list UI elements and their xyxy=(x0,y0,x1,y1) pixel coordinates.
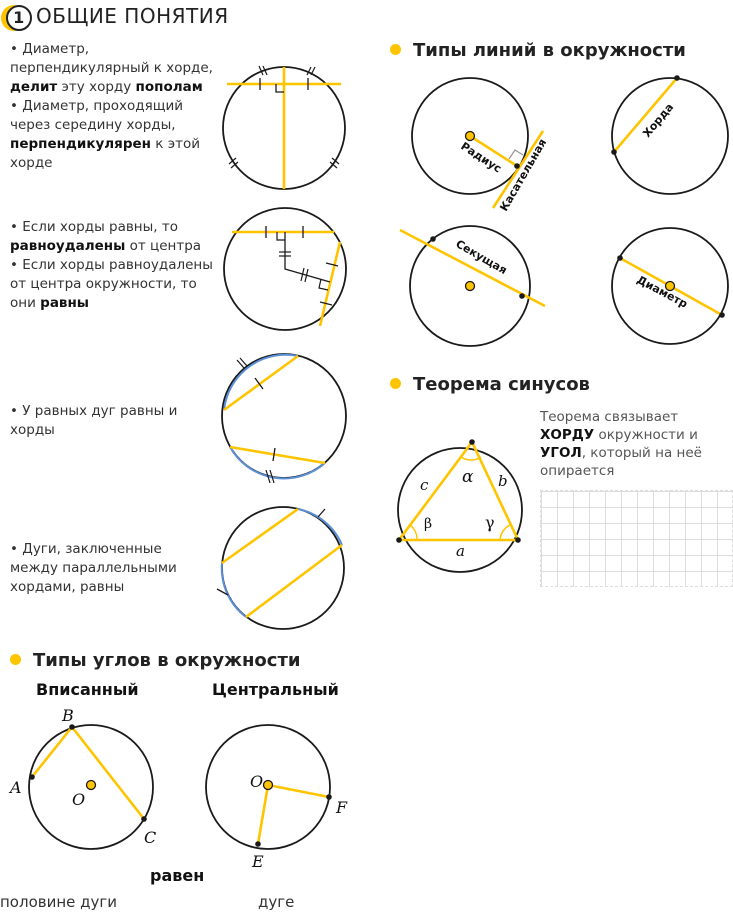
property-1: • Диаметр, перпендикулярный к хорде, дел… xyxy=(10,41,213,95)
sine-section-title: Теорема синусов xyxy=(390,374,590,395)
point-c-label: C xyxy=(144,828,156,847)
side-a-label: a xyxy=(456,542,465,560)
secant-figure: Секущая xyxy=(399,225,546,347)
angle-gamma-label: γ xyxy=(485,513,495,532)
central-angle-figure: O F E xyxy=(205,724,348,871)
center-o-label: O xyxy=(250,772,263,791)
property-list-2: • Если хорды равны, то равноудалены от ц… xyxy=(10,218,220,313)
inscribed-angle-figure: A B C O xyxy=(8,706,156,850)
secant-label: Секущая xyxy=(454,237,510,277)
section-number: 1 xyxy=(6,5,32,31)
property-6: • Дуги, заключенные между параллельными … xyxy=(10,541,177,595)
chord-label: Хорда xyxy=(640,101,676,140)
inscribed-title: Вписанный xyxy=(36,680,139,699)
property-4: • Если хорды равноудалены от центра окру… xyxy=(10,257,213,311)
bullet-dot xyxy=(390,43,401,55)
equal-chords-figure xyxy=(223,207,347,331)
equal-arcs-figure xyxy=(221,353,347,484)
half-arc-caption: половине дуги xyxy=(0,893,118,911)
point-e-label: E xyxy=(251,852,264,871)
property-2: • Диаметр, проходящий через середину хор… xyxy=(10,98,201,171)
property-list-1: • Диаметр, перпендикулярный к хорде, дел… xyxy=(10,40,220,173)
section-title: ОБЩИЕ ПОНЯТИЯ xyxy=(36,4,229,28)
diameter-chord-figure xyxy=(222,65,346,190)
angle-alpha-label: α xyxy=(462,467,474,487)
point-f-label: F xyxy=(335,798,348,817)
angle-beta-label: β xyxy=(424,516,432,532)
diameter-line-figure: Диаметр xyxy=(611,227,729,345)
point-b-label: B xyxy=(61,706,74,725)
point-o-label: O xyxy=(72,790,85,809)
property-5: • У равных дуг равны и хорды xyxy=(10,403,178,438)
property-3: • Если хорды равны, то равноудалены от ц… xyxy=(10,219,202,254)
bullet-dot xyxy=(390,377,401,389)
lines-section-title: Типы линий в окружности xyxy=(390,40,686,61)
parallel-chords-figure xyxy=(216,506,345,630)
side-c-label: c xyxy=(420,476,429,494)
sine-theorem-figure: c b a α β γ xyxy=(396,439,523,573)
equals-label: равен xyxy=(150,866,205,885)
notes-grid xyxy=(540,490,733,587)
angles-section-title: Типы углов в окружности xyxy=(10,650,301,671)
radius-label: Радиус xyxy=(458,140,503,176)
chord-line-figure: Хорда xyxy=(611,75,729,195)
tangent-label: Касательная xyxy=(497,137,549,214)
arc-caption: дуге xyxy=(258,893,295,911)
radius-tangent-figure: Радиус Касательная xyxy=(411,77,549,214)
bullet-dot xyxy=(10,653,21,665)
central-title: Центральный xyxy=(212,680,339,699)
point-a-label: A xyxy=(8,778,22,797)
sine-theorem-note: Теорема связывает ХОРДУ окружности и УГО… xyxy=(540,409,702,479)
side-b-label: b xyxy=(498,472,508,490)
